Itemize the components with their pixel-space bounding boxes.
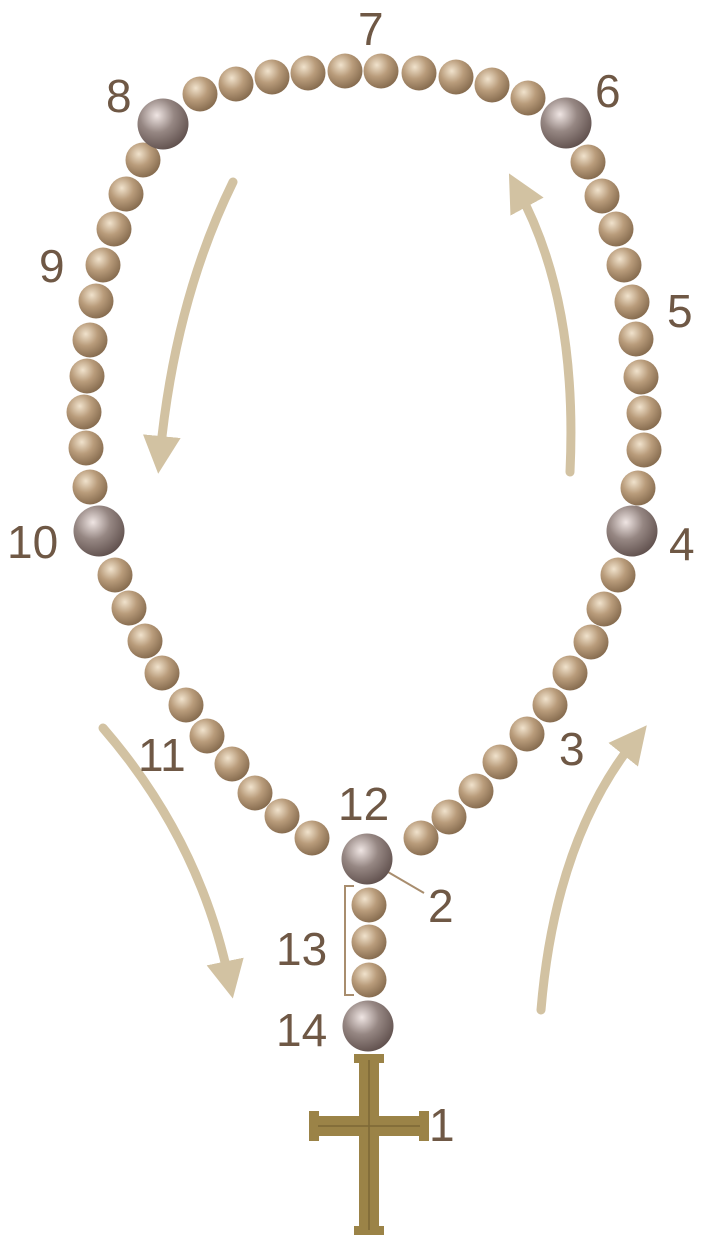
leader-line-2 [388,872,424,893]
small-bead [215,747,250,782]
small-bead [619,322,654,357]
arrow-right-upper [518,190,571,472]
small-bead [475,68,510,103]
small-bead [553,656,588,691]
small-bead [352,888,387,923]
label-3: 3 [559,723,585,775]
small-bead [599,212,634,247]
bead-group [67,54,662,1052]
small-bead [70,359,105,394]
label-2: 2 [428,880,454,932]
small-bead [67,395,102,430]
small-bead [352,925,387,960]
small-bead [627,396,662,431]
small-bead [190,719,225,754]
small-bead [295,821,330,856]
large-bead [138,99,189,150]
small-bead [439,60,474,95]
small-bead [145,656,180,691]
large-bead [342,834,393,885]
large-bead [74,506,125,557]
label-8: 8 [106,70,132,122]
label-1: 1 [429,1099,455,1151]
small-bead [621,471,656,506]
small-bead [587,592,622,627]
small-bead [352,963,387,998]
small-bead [97,212,132,247]
small-bead [510,717,545,752]
small-bead [571,145,606,180]
large-bead [541,98,592,149]
small-bead [483,745,518,780]
large-bead [607,506,658,557]
label-5: 5 [667,285,693,337]
large-bead [343,1001,394,1052]
label-14: 14 [276,1004,327,1056]
small-bead [109,177,144,212]
small-bead [533,688,568,723]
small-bead [79,284,114,319]
label-9: 9 [39,240,65,292]
direction-arrows [103,182,635,1010]
small-bead [459,774,494,809]
small-bead [511,81,546,116]
small-bead [219,67,254,102]
small-bead [624,360,659,395]
label-4: 4 [669,518,695,570]
small-bead [404,821,439,856]
label-6: 6 [595,65,621,117]
small-bead [238,776,273,811]
small-bead [585,179,620,214]
label-12: 12 [338,778,389,830]
arrow-left-upper [160,182,233,455]
label-7: 7 [358,3,384,55]
small-bead [601,558,636,593]
small-bead [574,625,609,660]
small-bead [98,558,133,593]
arrow-right-lower [541,740,635,1010]
small-bead [73,470,108,505]
small-bead [112,591,147,626]
small-bead [169,688,204,723]
small-bead [86,248,121,283]
small-bead [432,800,467,835]
small-bead [364,54,399,89]
label-11: 11 [138,729,186,781]
small-bead [607,248,642,283]
small-bead [183,77,218,112]
crucifix [309,1054,429,1235]
small-bead [128,624,163,659]
label-13: 13 [276,923,327,975]
small-bead [615,285,650,320]
small-bead [627,433,662,468]
small-bead [328,54,363,89]
small-bead [291,56,326,91]
small-bead [73,323,108,358]
label-10: 10 [7,516,58,568]
small-bead [265,799,300,834]
small-bead [402,56,437,91]
small-bead [69,431,104,466]
small-bead [255,60,290,95]
